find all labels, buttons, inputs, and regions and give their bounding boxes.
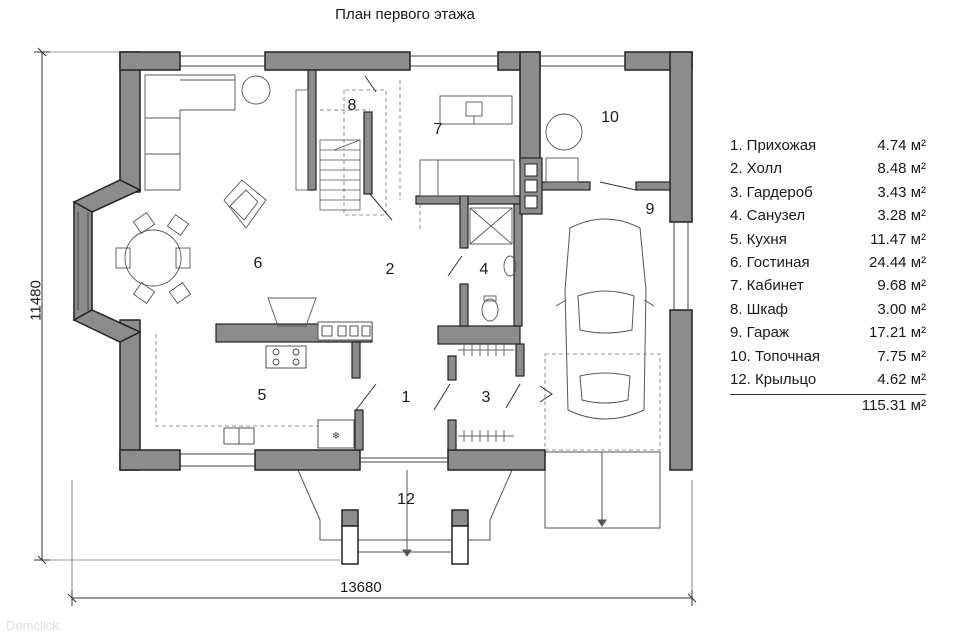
legend-room-area: 4.74 м² xyxy=(877,137,926,154)
legend-room-name: 7. Кабинет xyxy=(730,277,804,295)
legend-room-area: 24.44 м² xyxy=(868,253,926,271)
living-furniture xyxy=(115,74,317,327)
legend-row: 4. Санузел 3.28 м² xyxy=(730,204,926,227)
room-number-12: 12 xyxy=(397,491,415,508)
legend-row: 5. Кухня 11.47 м² xyxy=(730,228,926,251)
room-number-6: 6 xyxy=(253,255,263,272)
legend-room-area: 3.00 м² xyxy=(877,300,926,318)
legend-room-area: 8.48 м² xyxy=(877,160,926,178)
chimney-flues xyxy=(524,163,538,209)
legend-total-area: 115.31 м² xyxy=(861,397,926,415)
legend-room-name: 5. Кухня xyxy=(730,230,787,248)
room-number-9: 9 xyxy=(645,201,655,218)
legend-row: 7. Кабинет 9.68 м² xyxy=(730,274,926,297)
wardrobe-hangers xyxy=(458,344,514,442)
room-number-5: 5 xyxy=(257,387,267,404)
legend-room-area: 3.43 м² xyxy=(877,183,926,201)
windows xyxy=(77,55,689,467)
room-number-1: 1 xyxy=(401,389,411,406)
watermark-text: Domclick xyxy=(6,618,59,633)
overall-width-dimension: 13680 xyxy=(340,579,382,596)
porch-pillars xyxy=(341,509,469,527)
legend-room-name: 12. Крыльцо xyxy=(730,370,817,388)
legend-row: 2. Холл 8.48 м² xyxy=(730,157,926,180)
legend-row: 8. Шкаф 3.00 м² xyxy=(730,298,926,321)
dimension-lines xyxy=(34,47,697,606)
bathroom-fixtures xyxy=(469,207,517,322)
exterior-walls xyxy=(72,51,693,471)
legend-room-name: 2. Холл xyxy=(730,160,783,178)
legend-room-name: 1. Прихожая xyxy=(730,137,817,154)
room-number-3: 3 xyxy=(481,389,491,406)
legend-room-name: 3. Гардероб xyxy=(730,183,813,201)
legend-room-name: 4. Санузел xyxy=(730,207,806,225)
boiler-fixtures xyxy=(545,113,583,183)
legend-row: 3. Гардероб 3.43 м² xyxy=(730,181,926,204)
room-number-7: 7 xyxy=(433,121,443,138)
legend-row: 9. Гараж 17.21 м² xyxy=(730,321,926,344)
room-number-8: 8 xyxy=(347,97,357,114)
stairs xyxy=(295,89,370,211)
legend-room-area: 11.47 м² xyxy=(870,230,926,248)
svg-text:❄: ❄ xyxy=(332,431,340,442)
overall-height-dimension: 11480 xyxy=(27,280,45,321)
plan-title: План первого этажа xyxy=(335,6,475,23)
legend-room-name: 6. Гостиная xyxy=(730,253,810,271)
porch-outline xyxy=(297,451,661,557)
legend-divider xyxy=(730,394,926,396)
door-swings xyxy=(355,75,637,411)
legend-room-area: 17.21 м² xyxy=(868,324,926,342)
legend-row: 6. Гостиная 24.44 м² xyxy=(730,251,926,274)
legend-room-name: 9. Гараж xyxy=(730,324,790,342)
legend-room-area: 4.62 м² xyxy=(877,370,926,388)
office-furniture xyxy=(419,95,515,197)
kitchen-fixtures: ❄ xyxy=(223,321,373,449)
legend-row: 1. Прихожая 4.74 м² xyxy=(730,134,926,157)
legend-room-name: 8. Шкаф xyxy=(730,300,789,318)
car-icon xyxy=(555,218,655,420)
legend-room-area: 3.28 м² xyxy=(877,207,926,225)
room-area-legend: 1. Прихожая 4.74 м² 2. Холл 8.48 м² 3. Гар… xyxy=(730,134,926,414)
furniture-dashed xyxy=(155,80,661,451)
legend-room-name: 10. Топочная xyxy=(730,347,821,365)
room-number-4: 4 xyxy=(479,261,489,278)
room-number-10: 10 xyxy=(601,109,619,126)
interior-walls xyxy=(215,69,671,451)
legend-row: 12. Крыльцо 4.62 м² xyxy=(730,368,926,391)
legend-room-area: 9.68 м² xyxy=(877,277,926,295)
room-number-2: 2 xyxy=(385,261,395,278)
legend-row: 10. Топочная 7.75 м² xyxy=(730,345,926,368)
legend-room-area: 7.75 м² xyxy=(877,347,926,365)
